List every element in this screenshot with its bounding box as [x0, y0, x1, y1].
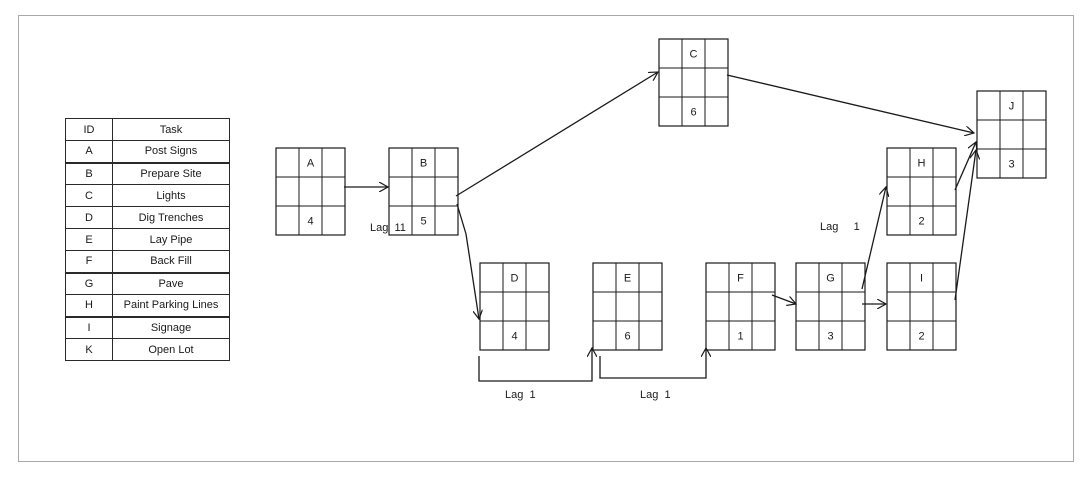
- node-label: G: [826, 273, 835, 285]
- node-duration: 2: [918, 216, 924, 228]
- node-label: C: [690, 49, 698, 61]
- legend-row: K Open Lot: [65, 338, 230, 361]
- node-label: H: [918, 158, 926, 170]
- arrow-f-g: [771, 294, 796, 304]
- activity-node-a: A4: [275, 147, 346, 236]
- legend-row: I Signage: [65, 315, 230, 339]
- legend-row-task: Paint Parking Lines: [112, 294, 230, 317]
- legend-row-task: Signage: [112, 315, 230, 339]
- node-duration: 3: [1008, 159, 1014, 171]
- lag-labels: Lag 11 Lag 1 Lag 1 Lag 1: [370, 221, 860, 401]
- arrow-e-f-lag: [599, 348, 706, 379]
- node-duration: 3: [827, 331, 833, 343]
- legend-row: G Pave: [65, 271, 230, 295]
- legend-row: E Lay Pipe: [65, 228, 230, 251]
- node-duration: 6: [690, 107, 696, 119]
- node-box: [275, 147, 346, 236]
- node-box: [886, 262, 957, 351]
- lag-label-a-b: Lag 11: [370, 222, 406, 234]
- node-duration: 1: [737, 331, 743, 343]
- arrow-h-j: [954, 142, 976, 191]
- legend-row-task: Pave: [112, 271, 230, 295]
- activity-node-e: E6: [592, 262, 663, 351]
- node-box: [886, 147, 957, 236]
- activity-node-i: I2: [886, 262, 957, 351]
- node-label: B: [420, 158, 427, 170]
- activity-node-f: F1: [705, 262, 776, 351]
- legend-row: H Paint Parking Lines: [65, 294, 230, 317]
- activity-node-d: D4: [479, 262, 550, 351]
- legend-row-task: Dig Trenches: [112, 206, 230, 229]
- activity-node-h: H2: [886, 147, 957, 236]
- node-label: J: [1009, 101, 1015, 113]
- node-box: [976, 90, 1047, 179]
- node-box: [658, 38, 729, 127]
- activity-node-j: J3: [976, 90, 1047, 179]
- node-box: [705, 262, 776, 351]
- legend-row-task: Open Lot: [112, 338, 230, 361]
- lag-label-e-f: Lag 1: [640, 389, 671, 401]
- arrow-b-c: [455, 72, 658, 197]
- diagram-frame: [18, 15, 1074, 462]
- node-duration: 5: [420, 216, 426, 228]
- node-duration: 4: [307, 216, 313, 228]
- dependency-arrows: [344, 72, 976, 382]
- arrow-d-e-lag: [478, 348, 592, 382]
- node-box: [388, 147, 459, 236]
- node-label: F: [737, 273, 744, 285]
- node-box: [592, 262, 663, 351]
- lag-label-d-e: Lag 1: [505, 389, 536, 401]
- activity-node-g: G3: [795, 262, 866, 351]
- arrow-b-d: [456, 203, 479, 319]
- node-duration: 6: [624, 331, 630, 343]
- activity-node-b: B5: [388, 147, 459, 236]
- legend-row: D Dig Trenches: [65, 206, 230, 229]
- node-label: I: [920, 273, 923, 285]
- arrow-g-h: [861, 187, 886, 290]
- task-legend-table: ID Task A Post Signs B Prepare Site C Li…: [65, 118, 230, 361]
- node-box: [479, 262, 550, 351]
- activity-node-c: C6: [658, 38, 729, 127]
- node-label: D: [511, 273, 519, 285]
- node-box: [795, 262, 866, 351]
- arrow-i-j: [954, 150, 976, 301]
- node-label: A: [307, 158, 315, 170]
- node-duration: 2: [918, 331, 924, 343]
- lag-label-g-h: Lag 1: [820, 221, 860, 233]
- node-duration: 4: [511, 331, 517, 343]
- node-label: E: [624, 273, 631, 285]
- arrow-c-j: [726, 74, 974, 133]
- legend-row-task: Lay Pipe: [112, 228, 230, 251]
